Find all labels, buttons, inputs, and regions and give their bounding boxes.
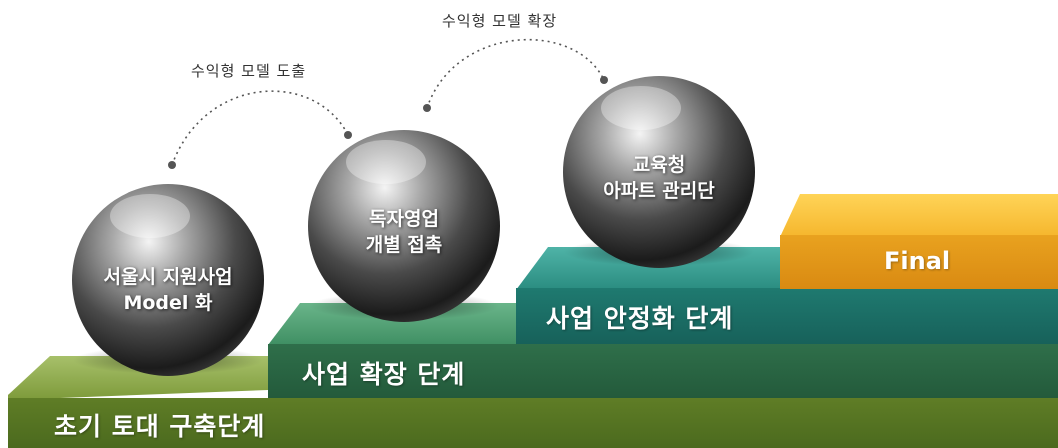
final-top-face [780,194,1058,237]
step2-front [268,344,1058,398]
annotation-1: 수익형 모델 도출 [191,62,307,80]
dotted-arc-1 [171,90,349,166]
sphere-3-line1: 교육청 [632,154,686,176]
sphere-2-text: 독자영업 개별 접촉 [366,206,443,258]
step1-label: 초기 토대 구축단계 [54,412,266,441]
dotted-arc-2 [426,39,605,109]
sphere-1-line1: 서울시 지원사업 [103,266,233,288]
sphere-1-line2: Model 화 [123,292,213,314]
annotation-2: 수익형 모델 확장 [442,12,558,30]
arc-dot-end-2 [600,76,608,84]
arc-dot-end-1 [344,131,352,139]
sphere-3-text: 교육청 아파트 관리단 [603,152,715,204]
final-front [780,235,1058,289]
sphere-2-line2: 개별 접촉 [365,234,443,256]
final-label: Final [884,247,951,275]
step2-label: 사업 확장 단계 [302,360,466,389]
step3-front [516,288,1058,344]
sphere-1 [72,184,264,376]
sphere-1-text: 서울시 지원사업 Model 화 [104,264,233,316]
arc-dot-start-2 [423,104,431,112]
arc-dot-start-1 [168,161,176,169]
sphere-2-line1: 독자영업 [369,208,439,230]
sphere-1-highlight [110,194,190,238]
step3-label: 사업 안정화 단계 [546,304,734,333]
step1-front [8,398,1058,448]
sphere-3-highlight [601,86,681,130]
sphere-3-line2: 아파트 관리단 [603,180,715,202]
sphere-2-highlight [346,140,426,184]
sphere-2 [308,130,500,322]
sphere-3 [563,76,755,268]
